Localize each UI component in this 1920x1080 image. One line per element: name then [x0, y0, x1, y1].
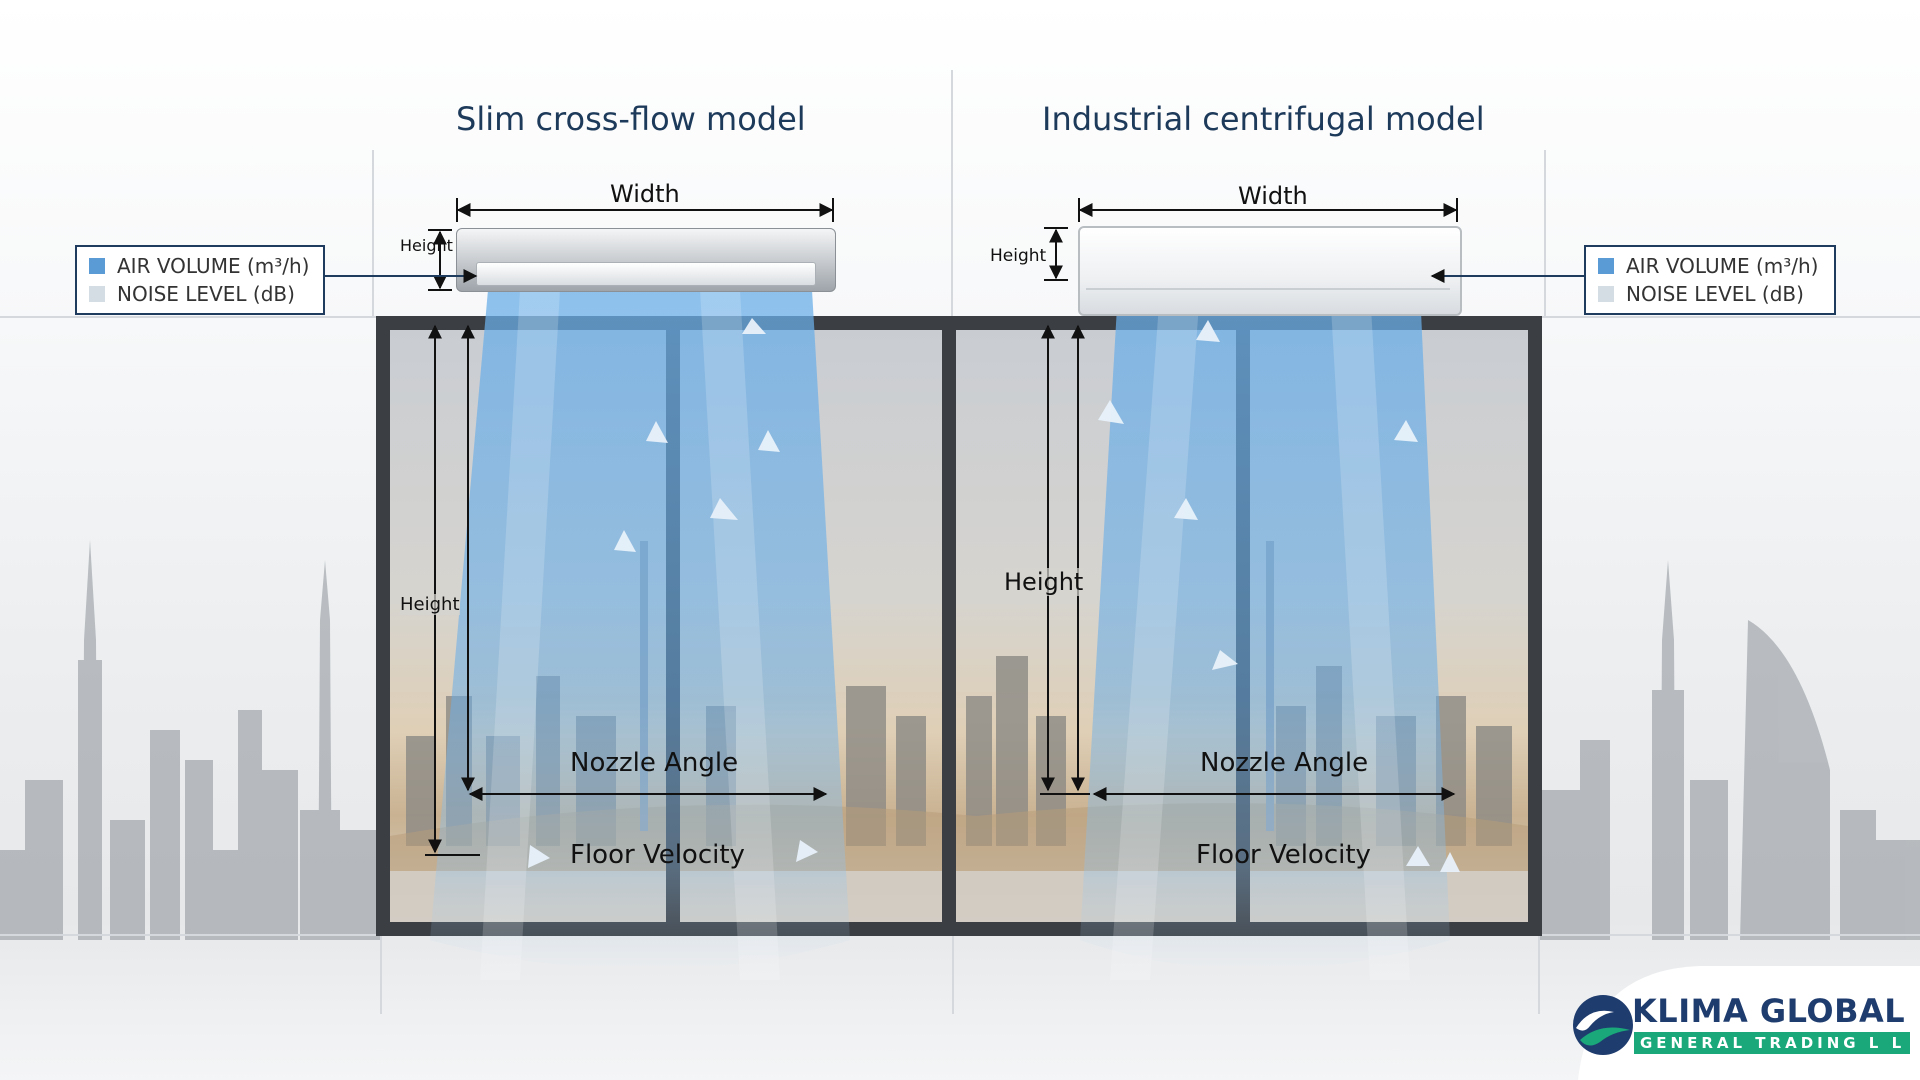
slim-unit-height-label: Height [400, 236, 453, 255]
centrifugal-unit-height-label: Height [990, 246, 1047, 266]
legend-centrifugal: AIR VOLUME (m³/h) NOISE LEVEL (dB) [1584, 245, 1836, 315]
centrifugal-width-label: Width [1238, 182, 1308, 210]
legend-label: NOISE LEVEL (dB) [1626, 282, 1804, 306]
model-title-slim: Slim cross-flow model [456, 100, 806, 138]
floor-seam-left [380, 934, 382, 1014]
centrifugal-unit-trim [1086, 288, 1450, 290]
legend-swatch [1598, 258, 1614, 274]
skyline-left [0, 540, 380, 940]
legend-swatch [89, 286, 105, 302]
slim-door-height-label: Height [400, 594, 460, 615]
model-title-centrifugal: Industrial centrifugal model [1042, 100, 1485, 138]
slim-floor-velocity-label: Floor Velocity [570, 840, 745, 870]
centrifugal-floor-velocity-label: Floor Velocity [1196, 840, 1371, 870]
legend-item-air-volume: AIR VOLUME (m³/h) [89, 253, 309, 279]
left-column-line [372, 150, 374, 316]
slim-nozzle-angle-label: Nozzle Angle [570, 748, 739, 778]
brand-name: KLIMA GLOBAL [1632, 992, 1906, 1030]
legend-slim: AIR VOLUME (m³/h) NOISE LEVEL (dB) [75, 245, 325, 315]
centrifugal-unit-body [1078, 226, 1462, 316]
floor-seam-right [1538, 934, 1540, 1014]
legend-item-noise-level: NOISE LEVEL (dB) [1598, 281, 1804, 307]
legend-item-air-volume: AIR VOLUME (m³/h) [1598, 253, 1818, 279]
centrifugal-nozzle-angle-label: Nozzle Angle [1200, 748, 1369, 778]
right-column-line [1544, 150, 1546, 316]
skyline-right [1540, 560, 1920, 940]
centrifugal-door-height-label: Height [1004, 568, 1084, 596]
slim-width-label: Width [610, 180, 680, 208]
brand-tagline: GENERAL TRADING L L C [1640, 1034, 1920, 1052]
legend-label: AIR VOLUME (m³/h) [117, 254, 310, 278]
brand-logo: KLIMA GLOBAL GENERAL TRADING L L C [1560, 960, 1920, 1080]
legend-label: NOISE LEVEL (dB) [117, 282, 295, 306]
center-divider-upper [951, 70, 953, 316]
logo-globe-icon [1573, 995, 1633, 1055]
legend-item-noise-level: NOISE LEVEL (dB) [89, 281, 295, 307]
legend-label: AIR VOLUME (m³/h) [1626, 254, 1819, 278]
legend-swatch [89, 258, 105, 274]
floor-seam-center [952, 934, 954, 1014]
legend-swatch [1598, 286, 1614, 302]
slim-unit-vent [476, 262, 816, 286]
brand-tagline-bar [1634, 1032, 1910, 1054]
